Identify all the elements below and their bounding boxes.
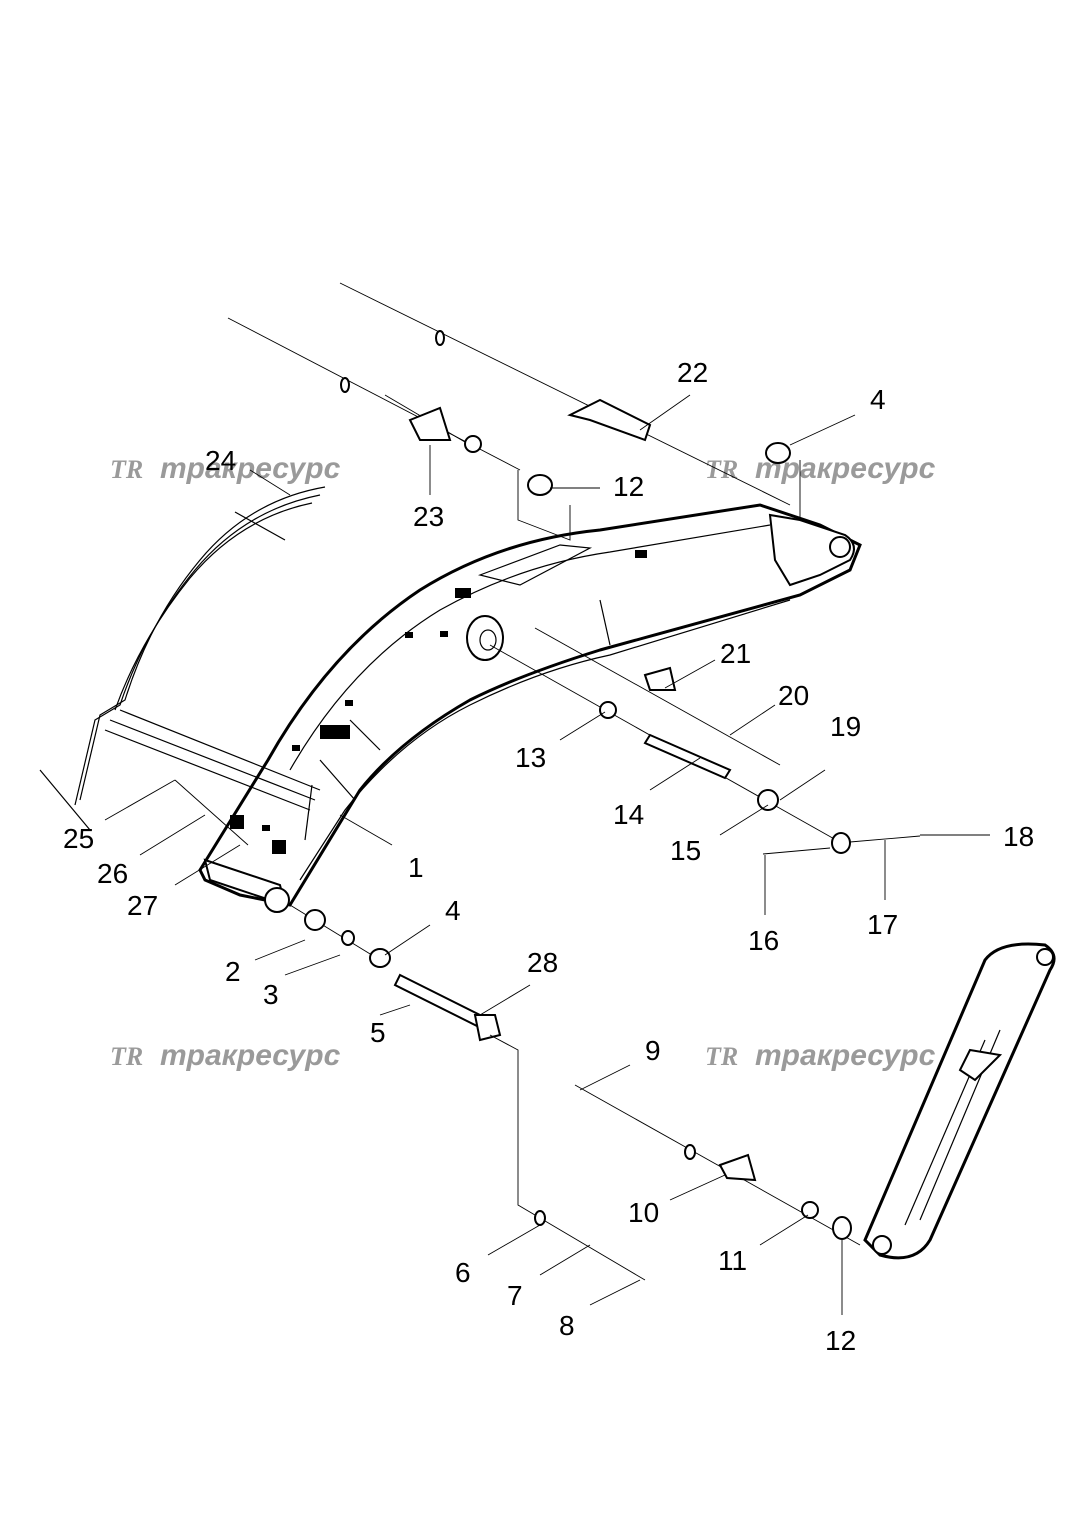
callout-28: 28	[527, 947, 558, 978]
callout-1: 1	[408, 852, 424, 883]
watermark-bottom-left: TR тракресурс	[110, 1039, 341, 1072]
callout-5: 5	[370, 1017, 386, 1048]
callout-24: 24	[205, 445, 236, 476]
leader-lines	[104, 394, 990, 1315]
watermark-text: тракресурс	[755, 1039, 936, 1072]
watermark-logo: TR	[110, 1042, 143, 1071]
handrail-frame	[39, 486, 326, 841]
callout-21: 21	[720, 638, 751, 669]
callout-6: 6	[455, 1257, 471, 1288]
watermark-top-left: TR тракресурс	[110, 452, 341, 485]
watermark-logo: TR	[705, 455, 738, 484]
callout-18: 18	[1003, 821, 1034, 852]
callout-23: 23	[413, 501, 444, 532]
boom	[198, 503, 862, 913]
upper-hardware	[227, 282, 801, 541]
callout-25: 25	[63, 823, 94, 854]
callout-14: 14	[613, 799, 644, 830]
callout-9: 9	[645, 1035, 661, 1066]
callout-4-lower: 4	[445, 895, 461, 926]
callout-2: 2	[225, 956, 241, 987]
callout-labels: 1 2 3 4 4 5 6 7 8 9 10 11 12 12 13 14 15…	[63, 357, 1034, 1356]
callout-20: 20	[778, 680, 809, 711]
callout-4-upper: 4	[870, 384, 886, 415]
callout-17: 17	[867, 909, 898, 940]
callout-8: 8	[559, 1310, 575, 1341]
callout-7: 7	[507, 1280, 523, 1311]
watermark-logo: TR	[110, 455, 143, 484]
callout-26: 26	[97, 858, 128, 889]
middle-hardware	[489, 627, 921, 855]
callout-22: 22	[677, 357, 708, 388]
watermark-text: тракресурс	[160, 452, 341, 485]
callout-19: 19	[830, 711, 861, 742]
callout-3: 3	[263, 979, 279, 1010]
callout-27: 27	[127, 890, 158, 921]
callout-16: 16	[748, 925, 779, 956]
watermark-text: тракресурс	[160, 1039, 341, 1072]
callout-10: 10	[628, 1197, 659, 1228]
callout-11: 11	[718, 1245, 747, 1276]
callout-13: 13	[515, 742, 546, 773]
lower-hardware	[289, 904, 646, 1281]
callout-12-lower: 12	[825, 1325, 856, 1356]
callout-15: 15	[670, 835, 701, 866]
cylinder-hardware	[574, 942, 1056, 1260]
watermark-bottom-right: TR тракресурс	[705, 1039, 936, 1072]
watermark-logo: TR	[705, 1042, 738, 1071]
callout-12-upper: 12	[613, 471, 644, 502]
